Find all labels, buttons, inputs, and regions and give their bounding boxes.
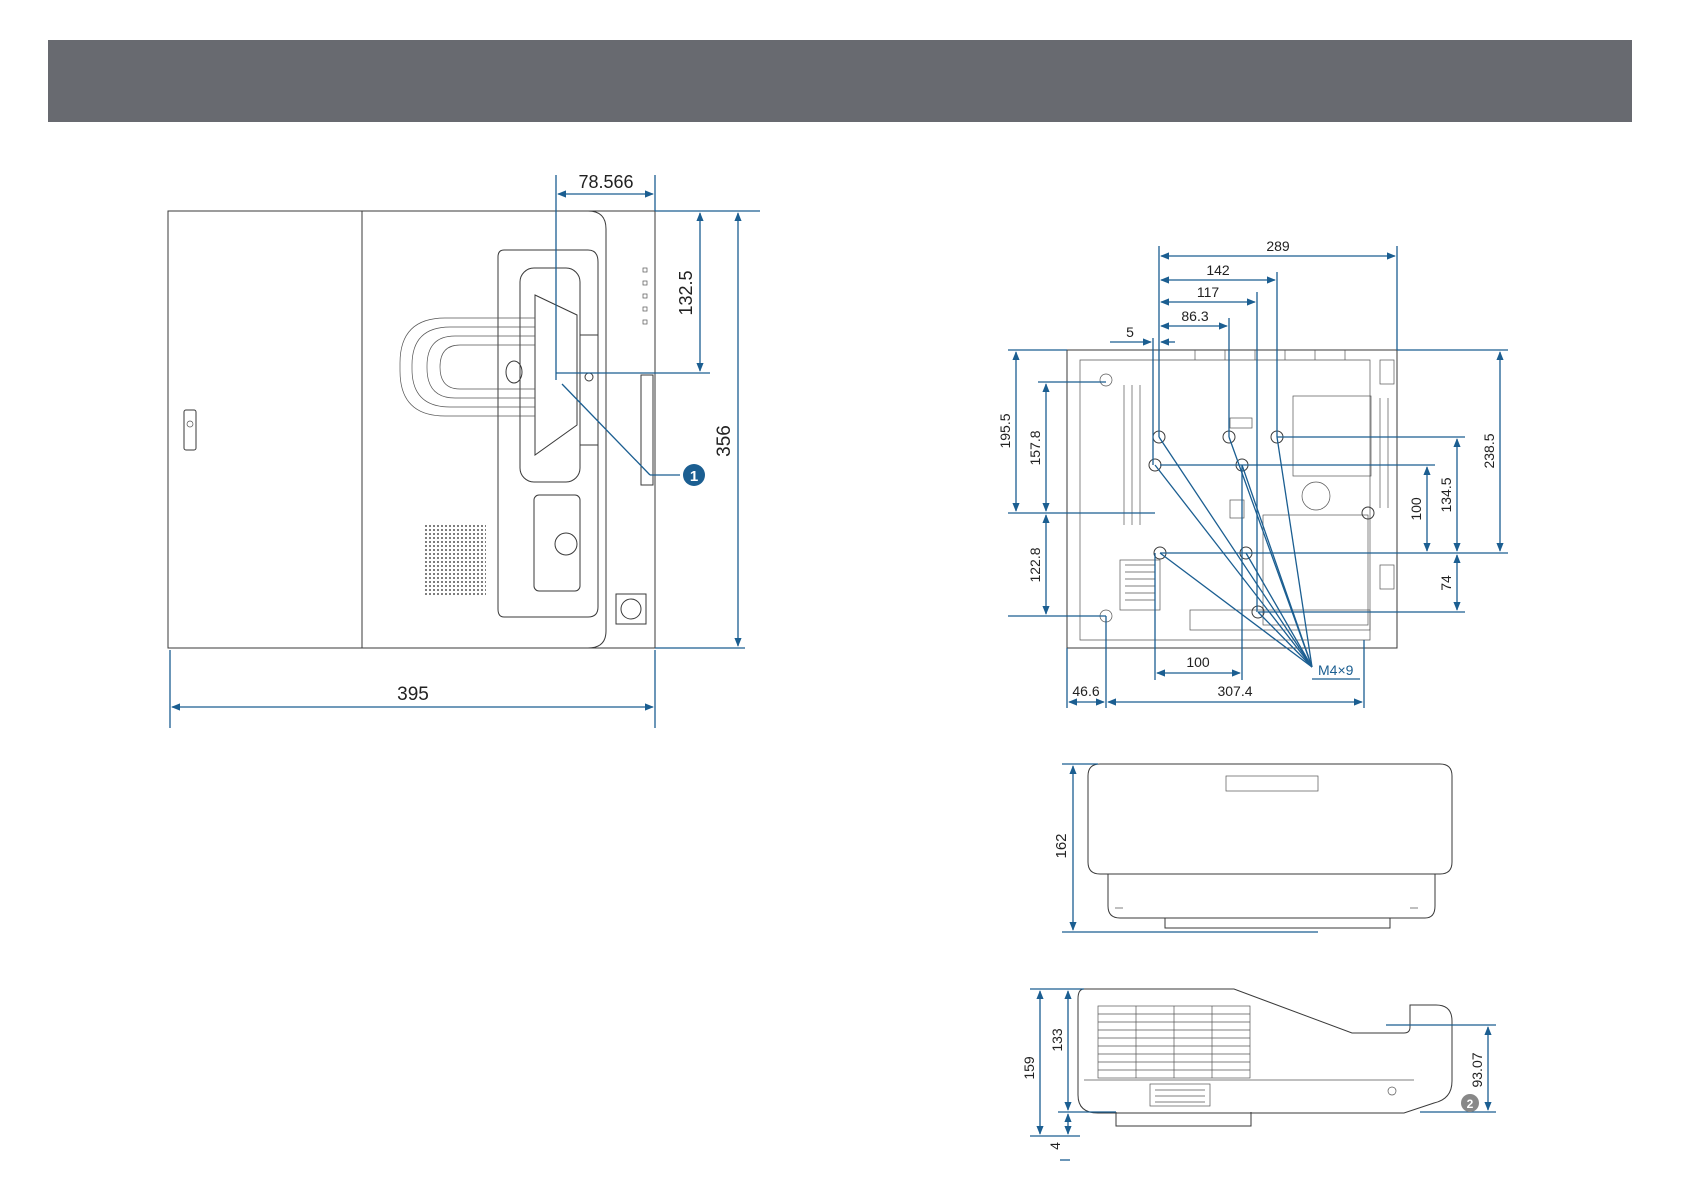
callout-1-label: 1 [690,468,698,485]
dim-4: 4 [1047,1142,1063,1150]
dim-134-5: 134.5 [1438,477,1454,512]
front-body [1088,764,1452,874]
dim-307-4: 307.4 [1217,683,1252,699]
projector-top-outline [168,211,655,648]
dim-142: 142 [1206,262,1230,278]
cable-cover-latch [184,410,196,450]
dim-lens-offset-x: 78.566 [578,172,633,192]
top-view: 78.566 132.5 356 395 1 [168,172,760,728]
screw-spec-label: M4×9 [1318,662,1354,678]
front-base [1108,874,1435,918]
speaker-grille [424,525,486,597]
indicator-lights [643,268,647,324]
vent-block [1120,560,1160,610]
side-view: 159 133 4 93.07 2 [1021,989,1496,1160]
dim-238-5: 238.5 [1481,433,1497,468]
front-window [1226,776,1318,791]
dim-74: 74 [1438,575,1454,591]
dim-93-07: 93.07 [1469,1052,1485,1087]
dim-117: 117 [1197,284,1220,300]
dim-lens-offset-y: 132.5 [676,270,696,315]
dim-5: 5 [1126,324,1134,340]
lens-window [520,268,580,482]
dim-133: 133 [1049,1028,1065,1052]
front-foot [1165,918,1390,928]
dim-width: 395 [397,684,429,705]
dim-depth: 356 [714,425,735,457]
focus-knob [555,533,577,555]
dim-100-v: 100 [1408,497,1424,521]
side-latch [641,375,653,485]
dim-157-8: 157.8 [1027,430,1043,465]
dim-162: 162 [1053,833,1070,858]
filter-cover [1293,396,1371,476]
dim-46-6: 46.6 [1072,683,1099,699]
bottom-view: 289 142 117 86.3 5 195.5 157.8 122.8 23 [997,238,1508,708]
front-view: 162 [1053,764,1452,932]
projector-bottom-outline [1067,350,1397,648]
dim-195-5: 195.5 [997,413,1013,448]
side-foot [1116,1112,1251,1126]
callout-2-label: 2 [1467,1097,1474,1111]
slide-panel [580,335,598,445]
lens-recess [498,250,598,617]
side-body [1078,989,1452,1113]
dim-100-h: 100 [1186,654,1210,670]
dim-86-3: 86.3 [1181,308,1208,324]
focus-compartment [534,495,580,591]
dim-159: 159 [1021,1056,1037,1080]
dim-122-8: 122.8 [1027,547,1043,582]
dim-289: 289 [1266,238,1290,254]
